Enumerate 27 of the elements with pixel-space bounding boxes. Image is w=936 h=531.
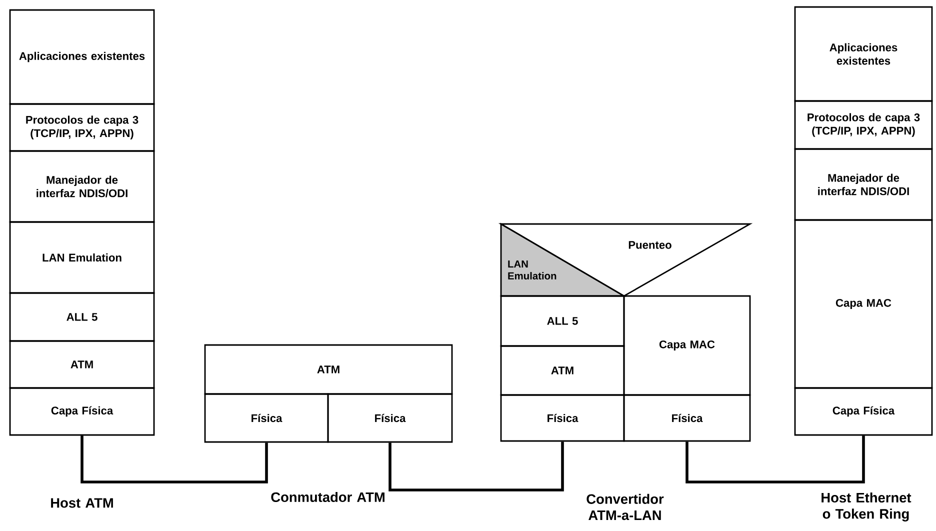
layer-box: Física — [500, 394, 625, 442]
layer-box: Aplicaciones existentes — [9, 9, 155, 105]
layer-box: ALL 5 — [500, 295, 625, 347]
layer-box: Capa MAC — [794, 219, 933, 389]
layer-box: Protocolos de capa 3 (TCP/IP, IPX, APPN) — [9, 103, 155, 152]
layer-box: Manejador de interfaz NDIS/ODI — [9, 150, 155, 223]
connection-line — [686, 436, 865, 484]
layer-box: Física — [623, 394, 751, 442]
layer-box: Capa Física — [9, 387, 155, 436]
layer-box: ATM — [9, 340, 155, 389]
stack-caption: Host Ethernet o Token Ring — [822, 492, 912, 522]
layer-box: Aplicaciones existentes — [794, 6, 933, 102]
layer-box: ATM — [204, 344, 453, 395]
layer-box: LAN Emulation — [9, 221, 155, 294]
stack-caption: Conmutador ATM — [271, 492, 384, 502]
stack-caption: Convertidor ATM-a-LAN — [586, 494, 664, 520]
layer-box: Capa MAC — [623, 295, 751, 396]
connection-line — [80, 436, 268, 484]
layer-box: Protocolos de capa 3 (TCP/IP, IPX, APPN) — [794, 100, 933, 150]
stack-caption: Host ATM — [51, 498, 113, 508]
layer-box: ATM — [500, 345, 625, 396]
layer-box: Manejador de interfaz NDIS/ODI — [794, 148, 933, 221]
layer-box: Capa Física — [794, 387, 933, 436]
layer-box: Física — [204, 393, 329, 443]
layer-box: ALL 5 — [9, 292, 155, 342]
connection-line — [388, 442, 564, 492]
layer-box: Física — [327, 393, 453, 443]
